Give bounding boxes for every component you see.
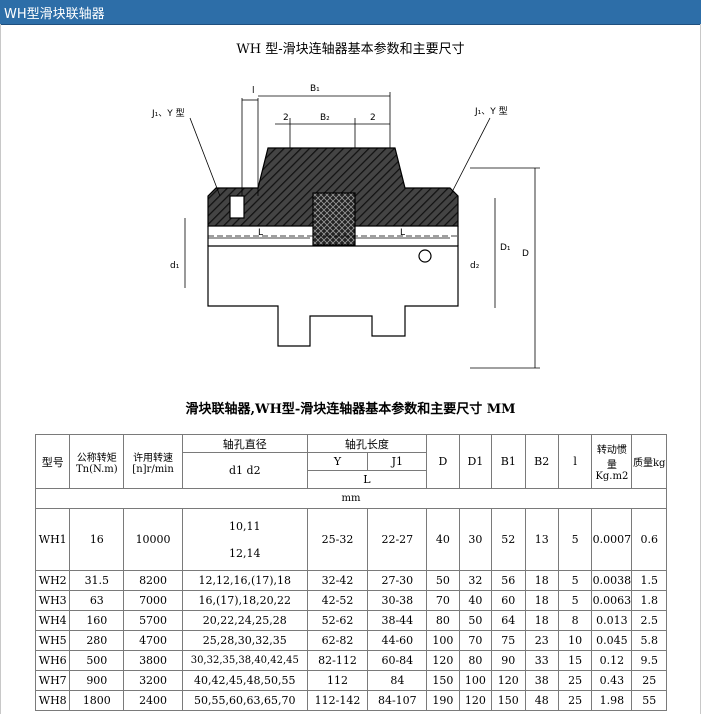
label-b2: B₂ [320, 113, 330, 123]
label-jy-left: J₁、Y 型 [151, 108, 185, 119]
table-row: WH7 900 3200 40,42,45,48,50,55 112 84 15… [34, 670, 667, 691]
th-D1: D1 [458, 434, 493, 489]
label-two-left: 2 [283, 113, 289, 123]
th-mm: mm [35, 488, 667, 509]
th-B1: B1 [491, 434, 526, 489]
th-bore: 轴孔直径 [181, 434, 308, 453]
th-inertia: 转动惯量Kg.m2 [591, 434, 633, 489]
label-d-left: d₁ [170, 261, 180, 271]
th-l-cap: L [306, 470, 428, 489]
label-d1-right: D₁ [500, 243, 511, 253]
table-row: WH4 160 5700 20,22,24,25,28 52-62 38-44 … [34, 610, 667, 631]
window-titlebar: WH型滑块联轴器 [0, 0, 701, 25]
table-row: WH3 63 7000 16,(17),18,20,22 42-52 30-38… [34, 590, 667, 611]
th-mass: 质量kg [631, 434, 667, 489]
label-d-big: D [522, 249, 529, 259]
th-l: l [557, 434, 593, 489]
th-bore-sub: d1 d2 [181, 452, 308, 489]
table-row: WH5 280 4700 25,28,30,32,35 62-82 44-60 … [34, 630, 667, 651]
table-row: WH2 31.5 8200 12,12,16,(17),18 32-42 27-… [34, 570, 667, 591]
label-l-left: L [258, 228, 263, 238]
lower-body [207, 245, 459, 347]
upper-body-hatch [207, 147, 459, 227]
th-j1: J1 [367, 452, 428, 471]
th-length: 轴孔长度 [306, 434, 428, 453]
table-row: WH8 1800 2400 50,55,60,63,65,70 112-142 … [34, 690, 667, 711]
slider-block [312, 192, 356, 246]
table-row: WH6 500 3800 30,32,35,38,40,42,45 82-112… [34, 650, 667, 671]
th-D: D [426, 434, 460, 489]
th-model: 型号 [34, 434, 71, 489]
label-jy-right: J₁、Y 型 [474, 106, 508, 117]
table-heading: 滑块联轴器,WH型-滑块连轴器基本参数和主要尺寸 MM [185, 402, 516, 417]
th-y: Y [306, 452, 369, 471]
coupling-drawing: J₁、Y 型 J₁、Y 型 l B₁ 2 B₂ 2 L L d₁ d₂ D₁ D [151, 84, 540, 369]
spec-table: 型号 公称转矩Tn(N.m) 许用转速[n]r/min 轴孔直径 轴孔长度 D … [34, 434, 667, 711]
label-d2: d₂ [470, 261, 480, 271]
label-l-right: L [400, 228, 405, 238]
page-heading: WH 型-滑块连轴器基本参数和主要尺寸 [236, 42, 465, 57]
th-B2: B2 [524, 434, 559, 489]
th-torque: 公称转矩Tn(N.m) [69, 434, 125, 489]
window-title: WH型滑块联轴器 [4, 7, 105, 22]
label-two-right: 2 [370, 113, 376, 123]
th-speed: 许用转速[n]r/min [123, 434, 183, 489]
label-b1: B₁ [310, 84, 320, 94]
label-l-top: l [252, 86, 255, 96]
